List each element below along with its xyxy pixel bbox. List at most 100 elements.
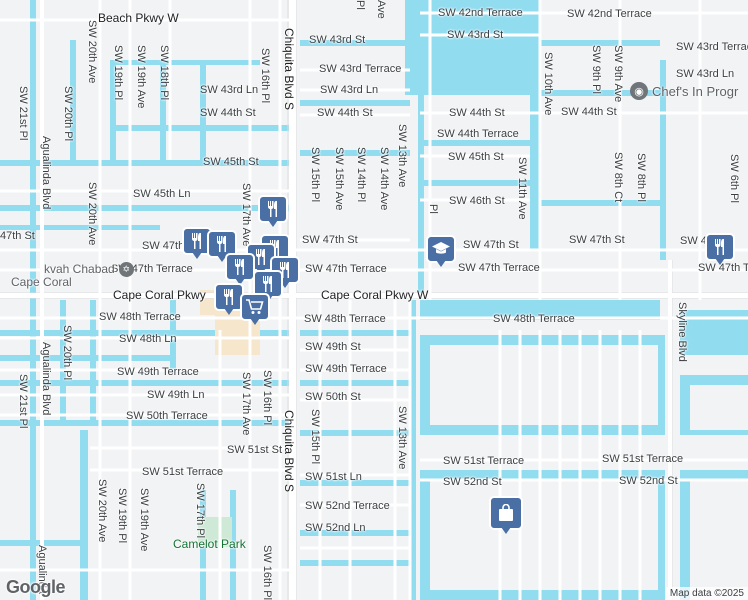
street-label: Ave [375, 0, 387, 19]
street-label: SW 45th Ln [133, 188, 191, 200]
street-label: SW 47th St [569, 234, 625, 246]
street-label: SW 44th St [200, 107, 256, 119]
street-label: SW 19th Pl [112, 45, 124, 101]
street-label: SW 20th Ave [86, 182, 98, 246]
street-label: SW 52nd Ln [305, 522, 366, 534]
street-label: SW 47th St [302, 234, 358, 246]
street-label: SW 20th Pl [62, 86, 74, 142]
street-label: SW 43rd Terrace [319, 63, 402, 75]
poi-label: Chef's In Progr [652, 83, 739, 99]
school-marker[interactable] [426, 235, 456, 269]
street-label: SW 47th [142, 240, 185, 252]
school-icon [426, 235, 456, 263]
street-label: SW 47th Te [698, 262, 748, 274]
place-of-worship-icon: ✡ [118, 262, 134, 277]
street-label: SW 44th St [561, 106, 617, 118]
poi-label-line1: kvah Chabad [44, 262, 115, 276]
street-label: SW 19th Ave [135, 45, 147, 109]
street-label: SW 20th Ave [96, 479, 108, 543]
street-label-skyline: Skyline Blvd [676, 302, 688, 362]
street-label: SW 45th St [203, 156, 259, 168]
street-label: SW 21st Pl [17, 374, 29, 429]
street-label: SW 8th Ct [612, 152, 624, 203]
street-label: SW 52nd Terrace [305, 500, 390, 512]
street-label: SW 47 [680, 235, 714, 247]
street-label: SW 49th St [305, 341, 361, 353]
street-label: SW 43rd Ln [676, 68, 735, 80]
street-label: SW 50th St [305, 391, 361, 403]
street-label: SW 43rd Ln [320, 84, 379, 96]
street-label: Pl [354, 0, 366, 10]
street-label: SW 19th Pl [116, 488, 128, 544]
street-label: SW 51st Terrace [602, 453, 684, 465]
street-label: SW 50th Terrace [126, 410, 208, 422]
street-label: SW 15th Pl [309, 409, 321, 465]
restaurant-marker[interactable] [207, 230, 237, 264]
street-label: SW 42nd Terrace [567, 8, 652, 20]
street-label: SW 49th Ln [147, 389, 205, 401]
street-label: SW 48th Terrace [493, 313, 575, 325]
street-label-chiquita: Chiquita Blvd S [282, 410, 296, 493]
street-label: SW 13th Ave [396, 124, 408, 188]
street-label: SW 20th Pl [61, 325, 73, 381]
restaurant-marker[interactable] [705, 233, 735, 267]
street-label: Agualinda Blvd [40, 136, 52, 210]
street-label: SW 21st Pl [17, 86, 29, 141]
street-label: SW 44th St [449, 107, 505, 119]
restaurant-icon [258, 195, 288, 223]
poi-chabad[interactable]: kvah Chabad ✡ [40, 262, 134, 277]
street-label: SW 10th Ave [542, 52, 554, 116]
street-label: SW 51st Terrace [142, 466, 224, 478]
restaurant-icon [705, 233, 735, 261]
shopping-cart-marker[interactable] [240, 293, 270, 327]
street-label: SW 14th Pl [355, 147, 367, 203]
restaurant-marker[interactable] [225, 253, 255, 287]
street-label: SW 43rd Ln [200, 84, 259, 96]
street-label: SW 19th Ave [138, 488, 150, 552]
street-label: SW 18th Pl [158, 45, 170, 101]
street-label-chiquita: Chiquita Blvd S [282, 28, 296, 111]
restaurant-icon [207, 230, 237, 258]
shopping-bag-marker[interactable] [489, 496, 523, 536]
map-attribution[interactable]: Map data ©2025 [665, 587, 748, 600]
street-label: Agualinda Blvd [40, 342, 52, 416]
street-label: SW 15th Pl [309, 147, 321, 203]
street-label-cape-coral-pkwy-w: Cape Coral Pkwy W [321, 288, 429, 302]
google-logo: Google [6, 577, 66, 597]
street-label: SW 44th St [317, 107, 373, 119]
street-label: SW 44th Terrace [437, 128, 519, 140]
street-label: SW 49th Terrace [305, 363, 387, 375]
street-label-beach-pkwy: Beach Pkwy W [98, 11, 179, 25]
street-label: SW 48th Terrace [304, 313, 386, 325]
poi-chefs-in-progress[interactable]: ◉ Chef's In Progr [630, 82, 738, 100]
street-label: SW 17th Pl [194, 483, 206, 539]
street-label: SW 9th Ave [612, 45, 624, 103]
restaurant-icon [225, 253, 255, 281]
street-label: 47th St [0, 230, 35, 242]
park-label: Camelot Park [173, 537, 246, 551]
restaurant-marker[interactable] [258, 195, 288, 229]
poi-label-line2: Cape Coral [11, 275, 72, 289]
street-label: SW 46th St [449, 195, 505, 207]
shopping-cart-icon [240, 293, 270, 321]
street-label: SW 42nd Terrace [438, 7, 523, 19]
street-label: SW 49th Terrace [117, 366, 199, 378]
street-label: SW 43rd St [309, 34, 366, 46]
street-label: SW 47th St [463, 239, 519, 251]
street-label: SW 47th Terrace [305, 263, 387, 275]
street-label: SW 9th Pl [590, 45, 602, 94]
poi-label: kvah Chabad [44, 263, 115, 276]
street-label: SW 47th Terrace [458, 262, 540, 274]
shopping-bag-icon [489, 496, 523, 530]
street-label: SW 43rd St [447, 29, 504, 41]
street-label: SW 48th Terrace [99, 311, 181, 323]
place-icon: ◉ [630, 82, 648, 100]
street-label: SW 16th Pl [259, 48, 271, 104]
street-label: Pl [427, 204, 439, 214]
street-label: SW 14th Ave [378, 147, 390, 211]
street-label: SW 17th Ave [240, 372, 252, 436]
street-label: SW 6th Pl [728, 154, 740, 203]
street-label: SW 13th Ave [396, 406, 408, 470]
